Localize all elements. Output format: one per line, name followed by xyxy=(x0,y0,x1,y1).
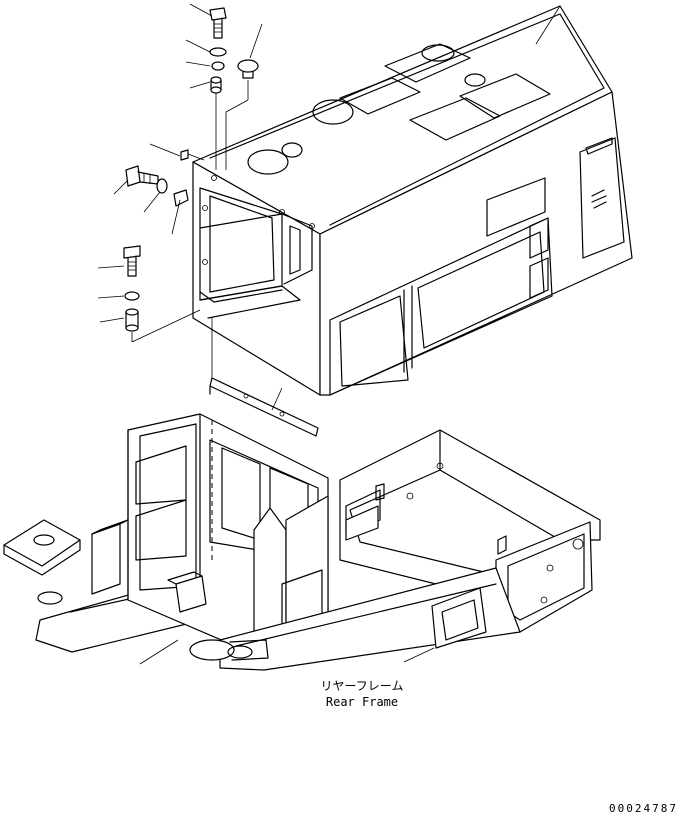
spacer-collar-icon xyxy=(210,76,222,94)
hardware-parts xyxy=(123,7,259,332)
support-bracket xyxy=(209,377,319,437)
lower-bolt-icon xyxy=(123,245,141,277)
lower-collar-icon xyxy=(125,308,139,332)
vent-opening xyxy=(312,99,354,125)
side-washer-icon xyxy=(156,178,168,194)
access-door-opening xyxy=(329,217,553,396)
lower-washer-icon xyxy=(124,291,140,301)
rear-frame-assembly xyxy=(3,413,601,671)
rubber-cap-icon xyxy=(237,59,259,79)
washer-icon xyxy=(209,47,227,57)
bolt-icon xyxy=(209,7,227,39)
side-grille-panel xyxy=(579,137,625,259)
mount-plate xyxy=(3,519,81,567)
small-nut-icon xyxy=(180,149,189,161)
document-number: 00024787 xyxy=(609,802,678,815)
side-bolt-icon xyxy=(125,165,159,187)
caption-japanese: リヤーフレーム xyxy=(321,679,404,693)
spring-washer-icon xyxy=(211,61,225,71)
leader-lines xyxy=(97,3,561,665)
hood-cover-assembly xyxy=(192,5,633,396)
clip-icon xyxy=(173,189,189,207)
caption-english: Rear Frame xyxy=(326,695,398,709)
